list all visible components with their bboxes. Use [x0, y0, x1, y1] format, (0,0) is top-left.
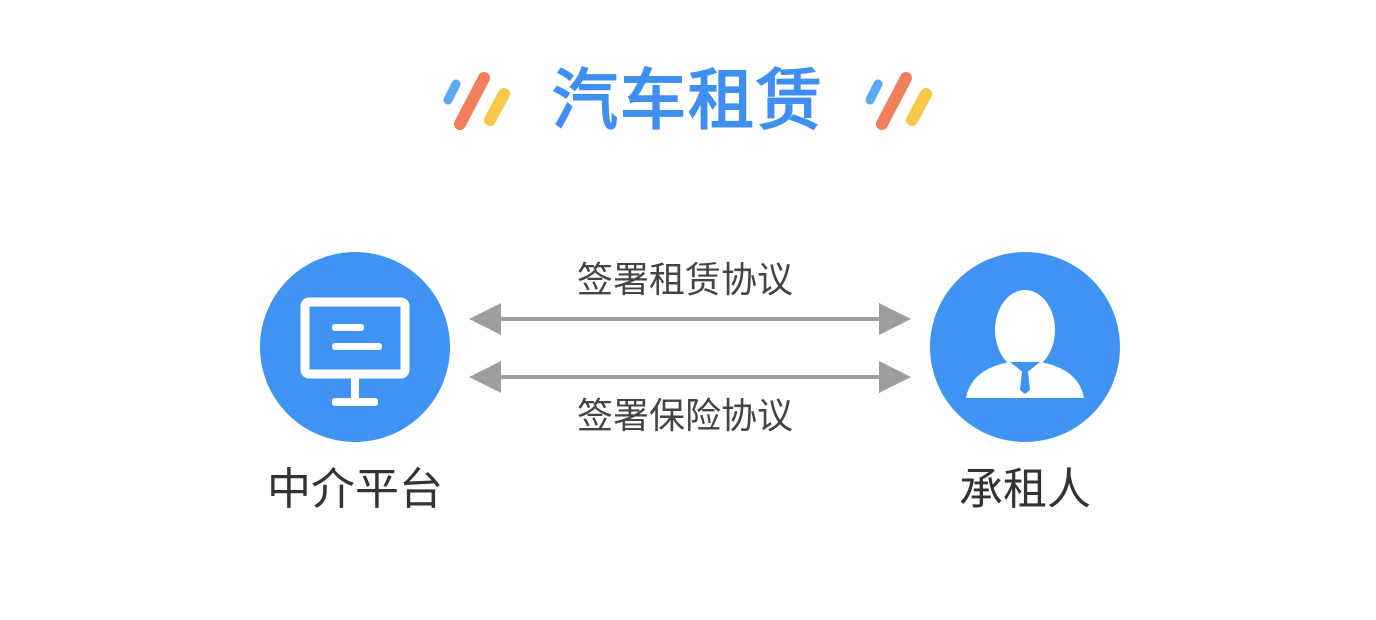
decorative-strokes-left — [443, 72, 510, 130]
platform-node — [260, 252, 450, 442]
tenant-label: 承租人 — [959, 464, 1091, 515]
monitor-icon — [300, 297, 410, 406]
platform-label: 中介平台 — [267, 464, 443, 515]
agreement-arrows — [469, 303, 911, 393]
decorative-strokes-right — [865, 72, 932, 130]
lease-agreement-arrow — [469, 303, 911, 335]
person-icon — [966, 290, 1084, 398]
lease-agreement-label: 签署租赁协议 — [576, 260, 793, 301]
tenant-node — [930, 252, 1120, 442]
diagram-title: 汽车租赁 — [552, 62, 824, 139]
insurance-agreement-label: 签署保险协议 — [576, 396, 793, 437]
insurance-agreement-arrow — [469, 361, 911, 393]
